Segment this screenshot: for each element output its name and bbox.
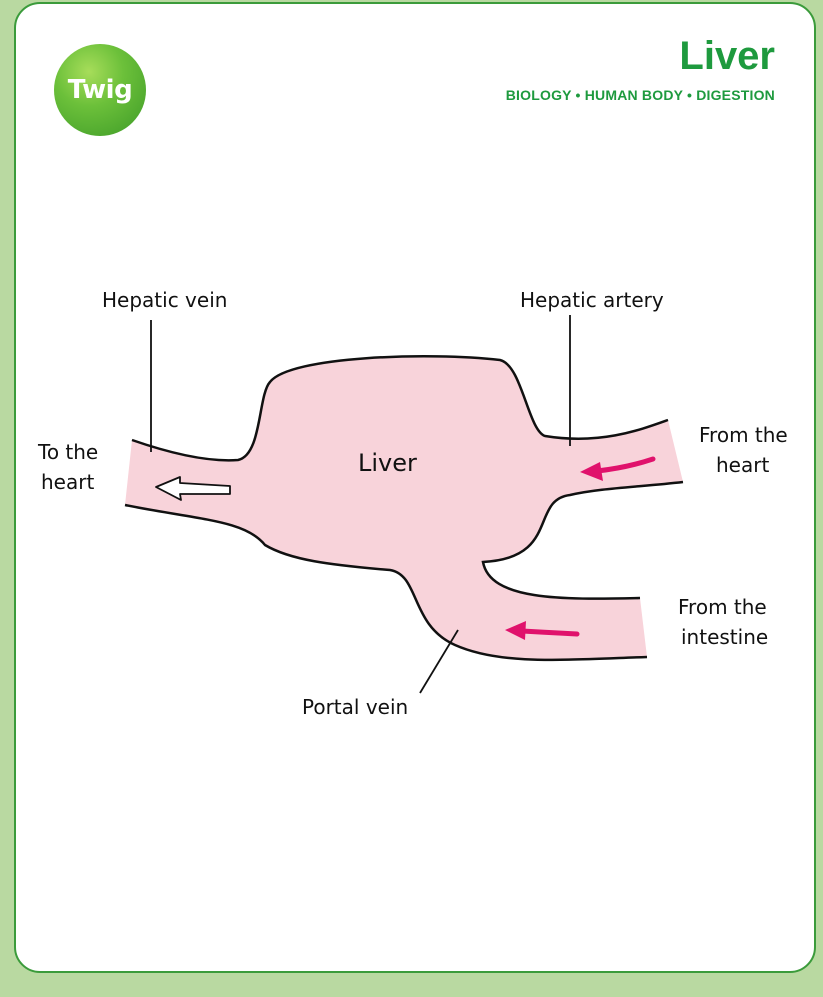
label-liver: Liver: [358, 449, 417, 477]
label-portal-vein: Portal vein: [302, 695, 408, 719]
label-to-the-heart-line2: heart: [41, 470, 94, 494]
label-from-intestine-line2: intestine: [681, 625, 768, 649]
label-from-heart-line1: From the: [699, 423, 788, 447]
label-hepatic-vein: Hepatic vein: [102, 288, 227, 312]
portal-vein-leader: [420, 630, 458, 693]
label-to-the-heart-line1: To the: [37, 440, 98, 464]
inflow-intestine-arrow-icon: [522, 631, 577, 634]
liver-shape: [125, 356, 683, 660]
label-hepatic-artery: Hepatic artery: [520, 288, 664, 312]
label-from-heart-line2: heart: [716, 453, 769, 477]
label-from-intestine-line1: From the: [678, 595, 767, 619]
